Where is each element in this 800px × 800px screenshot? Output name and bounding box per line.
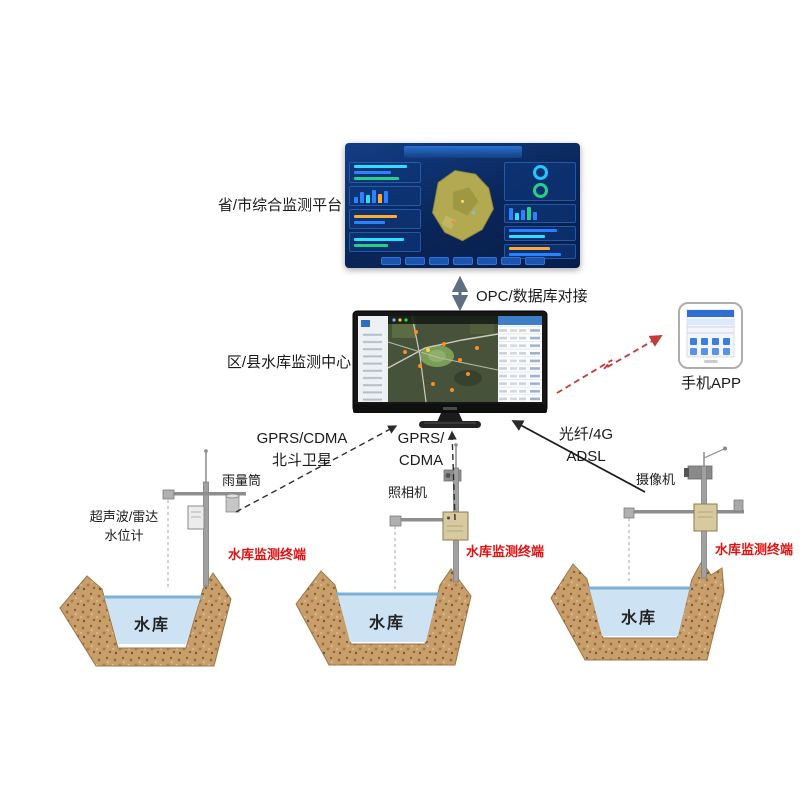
- terminal-label-left: 水库监测终端: [228, 547, 307, 562]
- water-level-sensor-line2: 水位计: [104, 528, 144, 543]
- center-label: 区/县水库监测中心: [226, 354, 352, 371]
- antenna-tip: [204, 449, 208, 453]
- dashboard-right-column: [504, 162, 576, 259]
- dashboard-panel: [349, 232, 421, 252]
- station-left: [162, 449, 246, 590]
- camera-lens: [684, 468, 689, 477]
- data-table-header: [498, 316, 542, 325]
- dashboard-panel-gauges: [504, 162, 576, 201]
- station-right: [623, 446, 744, 583]
- platform-label: 省/市综合监测平台: [217, 197, 343, 214]
- phone-home-button: [704, 360, 718, 363]
- water-level-sensor-label: 超声波/雷达 水位计: [82, 507, 166, 545]
- monitor-stand-neck: [437, 413, 463, 422]
- gauge-ring-green: [532, 183, 548, 198]
- right-uplink-line1: 光纤/4G: [558, 426, 614, 443]
- opc-label: OPC/数据库对接: [476, 288, 588, 305]
- water: [337, 593, 438, 642]
- reservoir-left: [59, 572, 232, 667]
- camera-label-right: 摄像机: [636, 472, 676, 487]
- reservoir-label-right: 水库: [620, 610, 657, 627]
- pole: [203, 481, 209, 587]
- reservoir-label-middle: 水库: [368, 615, 405, 632]
- middle-uplink-line1: GPRS/: [397, 430, 445, 447]
- terminal-label-middle: 水库监测终端: [466, 544, 545, 559]
- right-uplink-arrow: [511, 420, 646, 493]
- dashboard-panel: [504, 244, 576, 259]
- dashboard-screen: [345, 143, 580, 268]
- right-uplink-label: 光纤/4G ADSL: [552, 424, 620, 468]
- map-toolbar: [388, 316, 498, 324]
- anemometer-cup: [723, 446, 727, 451]
- dashboard-panel: [349, 209, 421, 229]
- dashboard-title-bar: [403, 146, 522, 158]
- water-level-sensor: [623, 507, 635, 519]
- dashboard-button-row: [355, 257, 570, 265]
- camera: [443, 469, 462, 482]
- antenna-tip: [454, 443, 458, 447]
- middle-uplink-label: GPRS/ CDMA: [396, 428, 446, 472]
- map-markers: [403, 330, 479, 392]
- camera-lens: [445, 473, 451, 478]
- middle-uplink-arrow: [447, 430, 457, 521]
- crossarm: [168, 492, 246, 496]
- soil-bank: [59, 572, 232, 667]
- reservoir-label-left: 水库: [133, 617, 170, 634]
- monitor-logo: [443, 407, 457, 410]
- camera-label-middle: 照相机: [388, 485, 428, 500]
- dashboard-panel: [504, 226, 576, 241]
- phone: [678, 302, 743, 369]
- middle-uplink-line2: CDMA: [398, 452, 444, 469]
- phone-header: [687, 310, 734, 317]
- water-level-sensor: [389, 515, 402, 527]
- right-uplink-line2: ADSL: [566, 448, 606, 465]
- dashboard-panel: [349, 186, 421, 206]
- water: [104, 596, 201, 644]
- phone-label: 手机APP: [681, 375, 742, 392]
- water: [589, 587, 690, 636]
- camera: [687, 465, 713, 480]
- crossarm: [628, 510, 744, 514]
- anemometer-arm: [703, 448, 725, 459]
- left-uplink-line2: 北斗卫星: [271, 452, 332, 469]
- reservoir-middle: [295, 568, 472, 666]
- crossarm: [394, 518, 462, 522]
- water-level-sensor-line1: 超声波/雷达: [89, 509, 159, 524]
- dashboard-panel: [504, 204, 576, 223]
- rain-gauge-mouth: [225, 493, 240, 499]
- dashboard-panel: [349, 162, 421, 183]
- terminal-label-right: 水库监测终端: [715, 542, 794, 557]
- monitor: [352, 310, 548, 428]
- dashboard-map: [425, 162, 500, 252]
- rain-gauge-label: 雨量筒: [222, 473, 262, 488]
- left-uplink-arrow: [235, 425, 398, 513]
- side-instrument: [733, 499, 744, 512]
- left-uplink-line1: GPRS/CDMA: [256, 430, 348, 447]
- dashboard-left-column: [349, 162, 421, 252]
- soil-bank: [295, 568, 472, 666]
- phone-app-icons: [690, 338, 730, 355]
- left-uplink-label: GPRS/CDMA 北斗卫星: [256, 428, 348, 472]
- app-link-arrow: [556, 335, 663, 394]
- gauge-ring-blue: [532, 165, 548, 180]
- water-level-sensor: [162, 489, 175, 500]
